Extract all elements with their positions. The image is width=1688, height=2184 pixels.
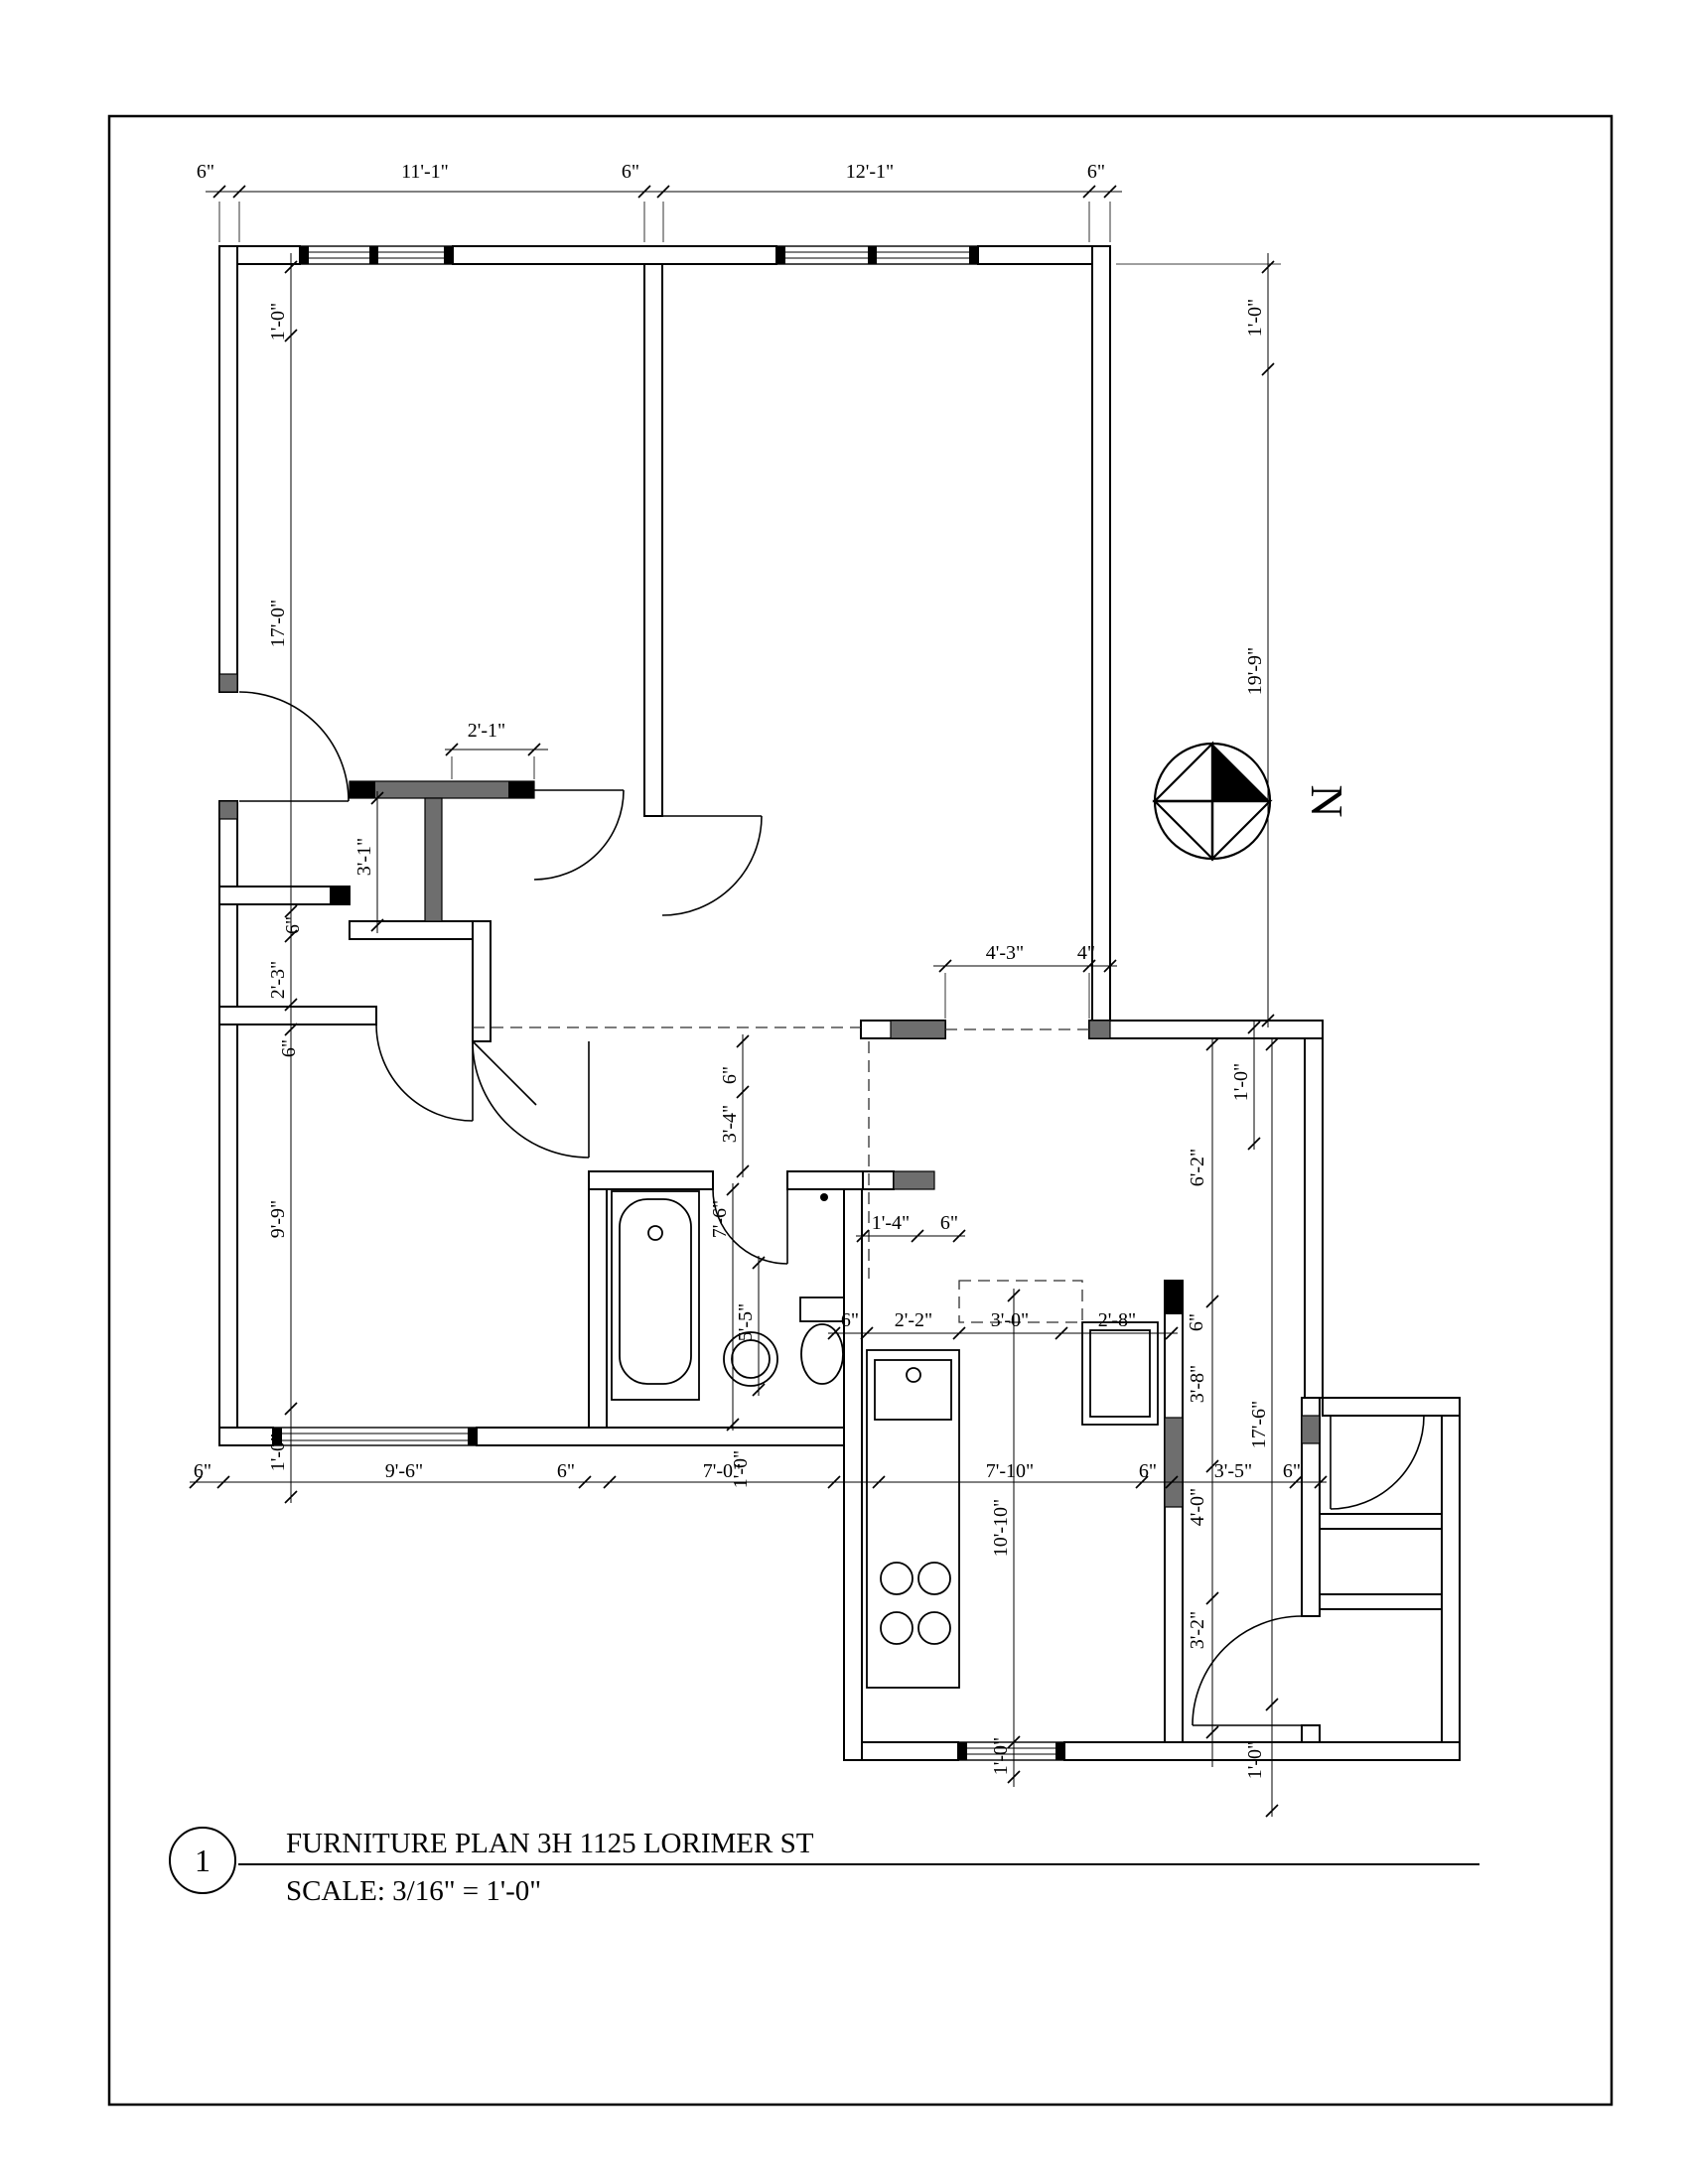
- dimension-label: 17'-0": [267, 600, 289, 647]
- dimension-label: 6": [622, 161, 639, 183]
- dimension-label: 6": [278, 1039, 300, 1057]
- dimension-label: 2'-1": [468, 720, 505, 742]
- dimension-label: 11'-1": [401, 161, 449, 183]
- dimension-label: 6": [557, 1460, 575, 1482]
- bathroom-sink: [723, 1331, 778, 1387]
- dimension-label: 6": [719, 1066, 741, 1084]
- bathtub: [611, 1190, 700, 1401]
- dimension-label: 2'-3": [267, 961, 289, 999]
- door-hall: [472, 1040, 590, 1159]
- dimension-label: 2'-8": [1098, 1309, 1136, 1331]
- dashed-reference-lines: [473, 1026, 1089, 1323]
- dimension-label: 1'-4": [872, 1212, 910, 1234]
- doors: [238, 691, 1425, 1726]
- stove-burners: [880, 1562, 951, 1645]
- refrigerator: [1081, 1321, 1159, 1426]
- dimension-label: 6": [197, 161, 214, 183]
- window-lower-room: [272, 1427, 478, 1446]
- dimension-label: 9'-6": [385, 1460, 423, 1482]
- door-bathroom: [712, 1188, 788, 1265]
- kitchen-fixtures: [866, 1321, 1159, 1689]
- sheet-border: [107, 114, 1614, 2107]
- dimension-label: 5'-5": [735, 1303, 757, 1341]
- north-label: N: [1302, 784, 1352, 817]
- door-bedroom-entry: [238, 691, 350, 802]
- kitchen-counter: [866, 1349, 960, 1689]
- door-living-room: [661, 815, 763, 916]
- windows: [272, 245, 1065, 1761]
- window-bedroom: [299, 245, 454, 265]
- door-entry-closet: [1330, 1415, 1425, 1510]
- dimension-label: 6": [841, 1309, 859, 1331]
- dimension-label: 6": [1139, 1460, 1157, 1482]
- dimension-label: 2'-2": [895, 1309, 932, 1331]
- dimension-label: 7'-10": [986, 1460, 1034, 1482]
- toilet: [799, 1297, 845, 1385]
- dimension-label: 9'-9": [267, 1200, 289, 1238]
- dimension-label: 6": [194, 1460, 211, 1482]
- dimension-label: 6": [282, 916, 304, 934]
- dimension-label: 4'-0": [1187, 1488, 1208, 1526]
- door-apartment-entry: [1192, 1615, 1303, 1726]
- dimension-label: 4": [1077, 942, 1095, 964]
- dimension-label: 3'-8": [1187, 1365, 1208, 1403]
- window-living: [775, 245, 979, 265]
- dimension-label: 3'-0": [991, 1309, 1029, 1331]
- door-closet-bedroom: [533, 789, 625, 881]
- dimension-label: 3'-2": [1187, 1611, 1208, 1649]
- compass-needle-filled: [1212, 744, 1270, 801]
- drawing-scale: SCALE: 3/16" = 1'-0": [286, 1875, 541, 1907]
- dimension-label: 19'-9": [1244, 647, 1266, 695]
- drawing-number-bubble: [169, 1827, 236, 1894]
- north-arrow: N: [1152, 741, 1352, 862]
- dimension-label: 12'-1": [846, 161, 894, 183]
- dimension-label: 7'-0": [703, 1460, 741, 1482]
- dimension-label: 1'-0": [1244, 1741, 1266, 1779]
- floor-plan: 6" 11'-1" 6" 12'-1" 6" 1'-0" 17'-0" 2'-1" 3'-1" 6…: [189, 161, 1461, 1818]
- dimension-label: 6": [1283, 1460, 1301, 1482]
- window-kitchen: [957, 1741, 1065, 1761]
- dimension-label: 1'-0": [267, 1433, 289, 1471]
- dimension-labels: 6" 11'-1" 6" 12'-1" 6" 1'-0" 17'-0" 2'-1" 3'-1" 6…: [194, 161, 1301, 1779]
- dimension-label: 4'-3": [986, 942, 1024, 964]
- dimension-label: 3'-5": [1214, 1460, 1252, 1482]
- door-stop-dot: [820, 1193, 828, 1201]
- dimension-label: 1'-0": [1244, 299, 1266, 337]
- upper-cabinet-dashed: [958, 1280, 1083, 1323]
- dimension-label: 7'-6": [709, 1200, 731, 1238]
- dimension-label: 6'-2": [1187, 1149, 1208, 1186]
- dimension-lines: [189, 185, 1328, 1818]
- door-hall-to-lower-room: [375, 1024, 474, 1122]
- dimension-label: 6": [1186, 1313, 1207, 1331]
- dimension-label: 1'-0": [730, 1450, 752, 1488]
- drawing-number: 1: [195, 1843, 211, 1878]
- dimension-label: 6": [1087, 161, 1105, 183]
- dimension-label: 1'-0": [1230, 1063, 1252, 1101]
- title-block: 1 FURNITURE PLAN 3H 1125 LORIMER ST SCAL…: [169, 1827, 1479, 1907]
- drawing-title: FURNITURE PLAN 3H 1125 LORIMER ST: [286, 1828, 814, 1859]
- dimension-label: 3'-4": [719, 1105, 741, 1143]
- dimension-label: 1'-0": [267, 303, 289, 341]
- dimension-label: 1'-0": [990, 1737, 1012, 1775]
- dimension-label: 3'-1": [353, 838, 375, 876]
- dimension-label: 17'-6": [1248, 1401, 1270, 1448]
- walls: [218, 245, 1461, 1761]
- bathroom-fixtures: [611, 1190, 845, 1401]
- dimension-label: 6": [940, 1212, 958, 1234]
- dimension-label: 10'-10": [990, 1499, 1012, 1557]
